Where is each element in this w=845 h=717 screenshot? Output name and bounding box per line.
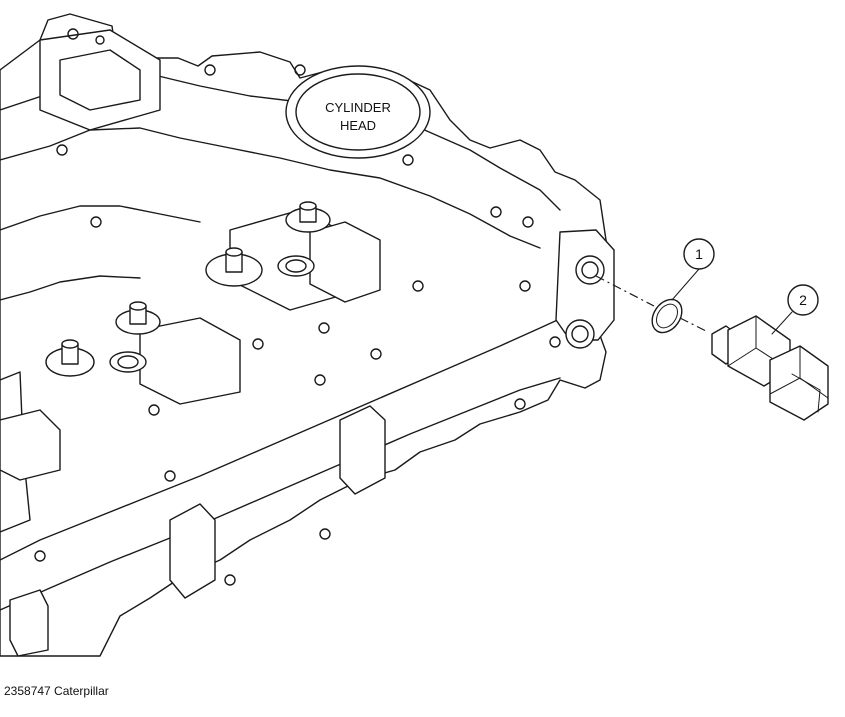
cylinder-head-label-line1: CYLINDER <box>325 100 391 115</box>
exhaust-ports <box>9 405 386 657</box>
cylinder-head-boss: CYLINDER HEAD <box>285 65 431 159</box>
callout-2-number: 2 <box>799 292 807 308</box>
cylinder-head-label-line2: HEAD <box>340 118 376 133</box>
bolt-holes <box>34 28 561 586</box>
valve-stems <box>45 201 331 377</box>
rocker-cover-pads <box>0 29 381 481</box>
sensor-port-boss <box>555 229 615 349</box>
callout-1: 1 <box>671 238 715 301</box>
image-caption: 2358747 Caterpillar <box>4 684 109 698</box>
callout-1-number: 1 <box>695 246 703 262</box>
assembly-centerline <box>595 275 709 333</box>
callout-2: 2 <box>771 284 819 335</box>
o-ring-seal <box>651 298 683 334</box>
cylinder-head-body <box>0 13 613 657</box>
pressure-sensor <box>711 315 829 421</box>
